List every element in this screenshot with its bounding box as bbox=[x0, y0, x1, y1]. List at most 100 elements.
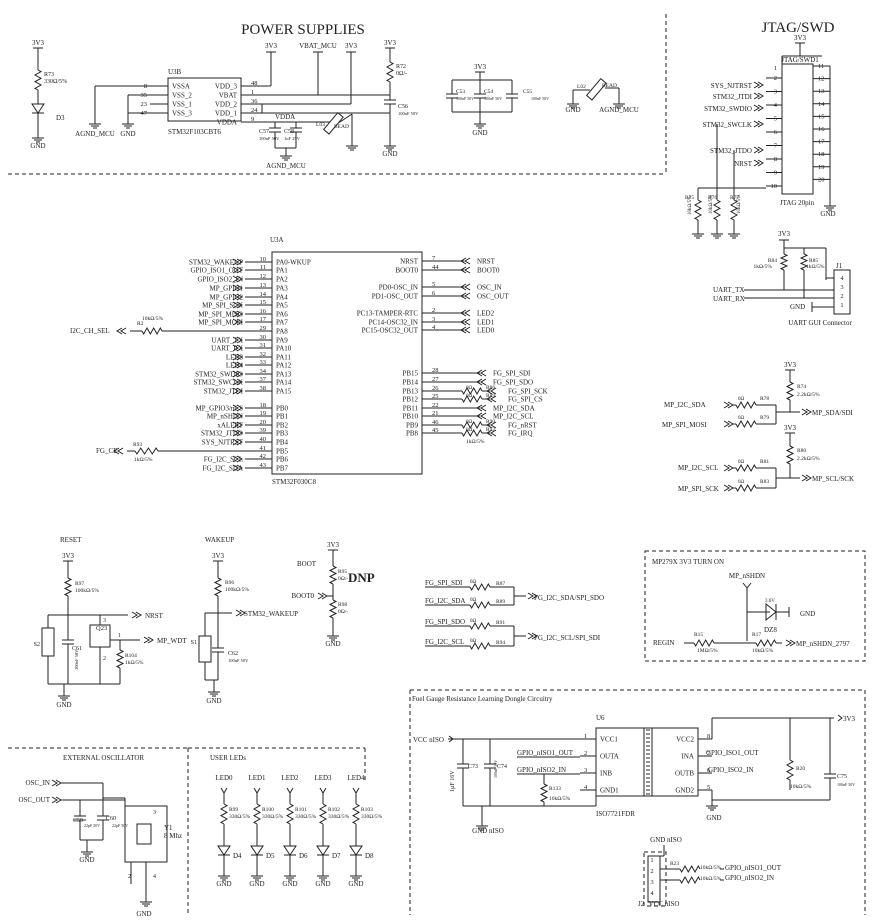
label: 3 bbox=[774, 89, 777, 96]
wire bbox=[531, 632, 538, 640]
label: STM32_SWCLK bbox=[194, 379, 243, 387]
label: VDDA bbox=[275, 113, 295, 121]
label: SYS_NJTRST bbox=[202, 439, 244, 447]
label: FG_I2C_SCL bbox=[204, 456, 243, 464]
label: 27 bbox=[432, 376, 439, 383]
wire bbox=[837, 714, 843, 722]
wire bbox=[352, 787, 360, 794]
wire bbox=[469, 621, 491, 631]
section-title-leds: USER LEDs bbox=[210, 754, 246, 762]
label: PA7 bbox=[276, 319, 288, 327]
label: C61 bbox=[72, 646, 82, 652]
wire bbox=[490, 387, 497, 395]
label: R92 bbox=[486, 427, 495, 433]
label: R23 bbox=[670, 861, 679, 867]
label: 12 bbox=[260, 273, 267, 280]
label: MP_SPI_MOSI bbox=[198, 319, 243, 327]
label: LED2 bbox=[477, 310, 495, 318]
label: 6 bbox=[432, 290, 436, 297]
label: 18 bbox=[260, 402, 267, 409]
section-title-power: POWER SUPPLIES bbox=[241, 22, 365, 38]
wire bbox=[753, 104, 760, 112]
label: 3V3 bbox=[474, 63, 487, 71]
label: VSS_2 bbox=[172, 92, 192, 100]
wire bbox=[469, 600, 491, 610]
label: 44 bbox=[432, 264, 439, 271]
label: 2 bbox=[103, 656, 106, 662]
label: R83 bbox=[760, 479, 769, 485]
label: INB bbox=[600, 770, 612, 778]
dnp-label: DNP bbox=[348, 570, 375, 585]
label: PB3 bbox=[276, 430, 289, 438]
label: 42 bbox=[260, 453, 267, 460]
net-3v3: 3V3 bbox=[32, 39, 45, 47]
wire bbox=[286, 787, 294, 794]
label: PB7 bbox=[276, 465, 289, 473]
label: PB15 bbox=[402, 370, 418, 378]
label: 3V3 bbox=[384, 39, 397, 47]
wire bbox=[134, 447, 159, 455]
wire bbox=[217, 845, 231, 856]
wire bbox=[385, 61, 395, 83]
label: 1 bbox=[118, 633, 121, 639]
wire bbox=[31, 103, 45, 114]
label: 100nF 50V bbox=[493, 760, 498, 778]
label: L03 bbox=[316, 122, 325, 128]
label: AGND_MCU bbox=[266, 162, 306, 170]
wire bbox=[765, 602, 777, 622]
label: PA1 bbox=[276, 267, 288, 275]
label: GPIO_ISO1_OUT bbox=[191, 267, 244, 275]
label: VCC2 bbox=[676, 736, 694, 744]
label: R80 bbox=[797, 448, 806, 454]
wire bbox=[113, 447, 120, 455]
label: PA8 bbox=[276, 328, 288, 336]
wire bbox=[490, 421, 497, 429]
label: 0Ω/- bbox=[338, 576, 348, 582]
label: 0Ω bbox=[466, 394, 473, 399]
label: R72 bbox=[396, 64, 406, 70]
label: 21 bbox=[432, 410, 439, 417]
label: FG_I2C_SDA bbox=[203, 465, 243, 473]
label: STM32_WAKEUP bbox=[189, 259, 243, 267]
label: GND bbox=[565, 106, 580, 114]
wire bbox=[799, 253, 809, 271]
chip-u6-part: ISO7721FDR bbox=[596, 810, 635, 818]
label: 1uF 25V bbox=[284, 136, 301, 141]
label: 1 bbox=[251, 89, 254, 96]
wire bbox=[283, 845, 297, 856]
label: BEAD bbox=[602, 83, 617, 89]
schematic-wiring bbox=[8, 14, 866, 915]
label: 5 bbox=[774, 116, 777, 123]
label: 3 bbox=[584, 767, 587, 774]
label: 31 bbox=[260, 342, 267, 349]
label: 8 bbox=[144, 83, 147, 90]
wire bbox=[236, 387, 243, 395]
label: PA0-WKUP bbox=[276, 259, 311, 267]
wire bbox=[232, 293, 239, 301]
wire bbox=[232, 266, 239, 274]
wire bbox=[339, 113, 353, 123]
label: 14 bbox=[260, 291, 267, 298]
label: VSS_3 bbox=[172, 110, 192, 118]
label: OSC_IN bbox=[477, 284, 502, 292]
label: PA2 bbox=[276, 276, 288, 284]
wire bbox=[220, 787, 228, 794]
label: LED4 bbox=[347, 774, 365, 782]
wire bbox=[236, 301, 243, 309]
label: 3 bbox=[153, 810, 156, 816]
label: 15 bbox=[260, 299, 267, 306]
label: 12 bbox=[818, 76, 825, 83]
label: 11 bbox=[818, 63, 824, 70]
wire bbox=[219, 803, 229, 825]
label: 2 bbox=[584, 750, 587, 757]
label: 10 bbox=[771, 183, 778, 190]
label: GND2 bbox=[675, 787, 694, 795]
section-title-osc: EXTERNAL OSCILLATOR bbox=[63, 754, 144, 762]
label: 3V3 bbox=[794, 34, 807, 42]
label: L02 bbox=[577, 84, 586, 90]
label: R94 bbox=[496, 640, 505, 646]
label: D8 bbox=[365, 852, 374, 860]
wire bbox=[236, 370, 243, 378]
